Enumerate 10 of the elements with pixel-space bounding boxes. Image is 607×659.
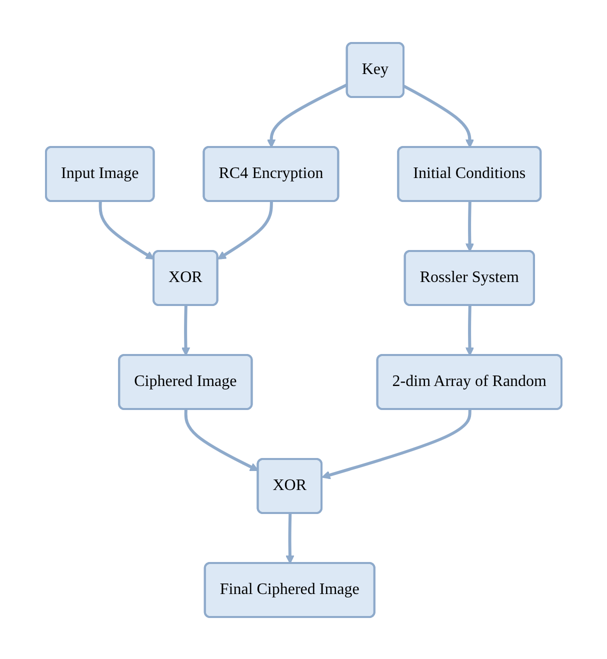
arrow [403, 84, 474, 148]
arrow [181, 304, 190, 356]
arrow [285, 512, 294, 564]
arrow [321, 408, 472, 479]
arrow [266, 82, 348, 148]
arrow [217, 200, 273, 260]
arrow [184, 408, 258, 470]
arrow [465, 200, 474, 252]
arrow [465, 304, 474, 356]
arrow [98, 200, 154, 260]
